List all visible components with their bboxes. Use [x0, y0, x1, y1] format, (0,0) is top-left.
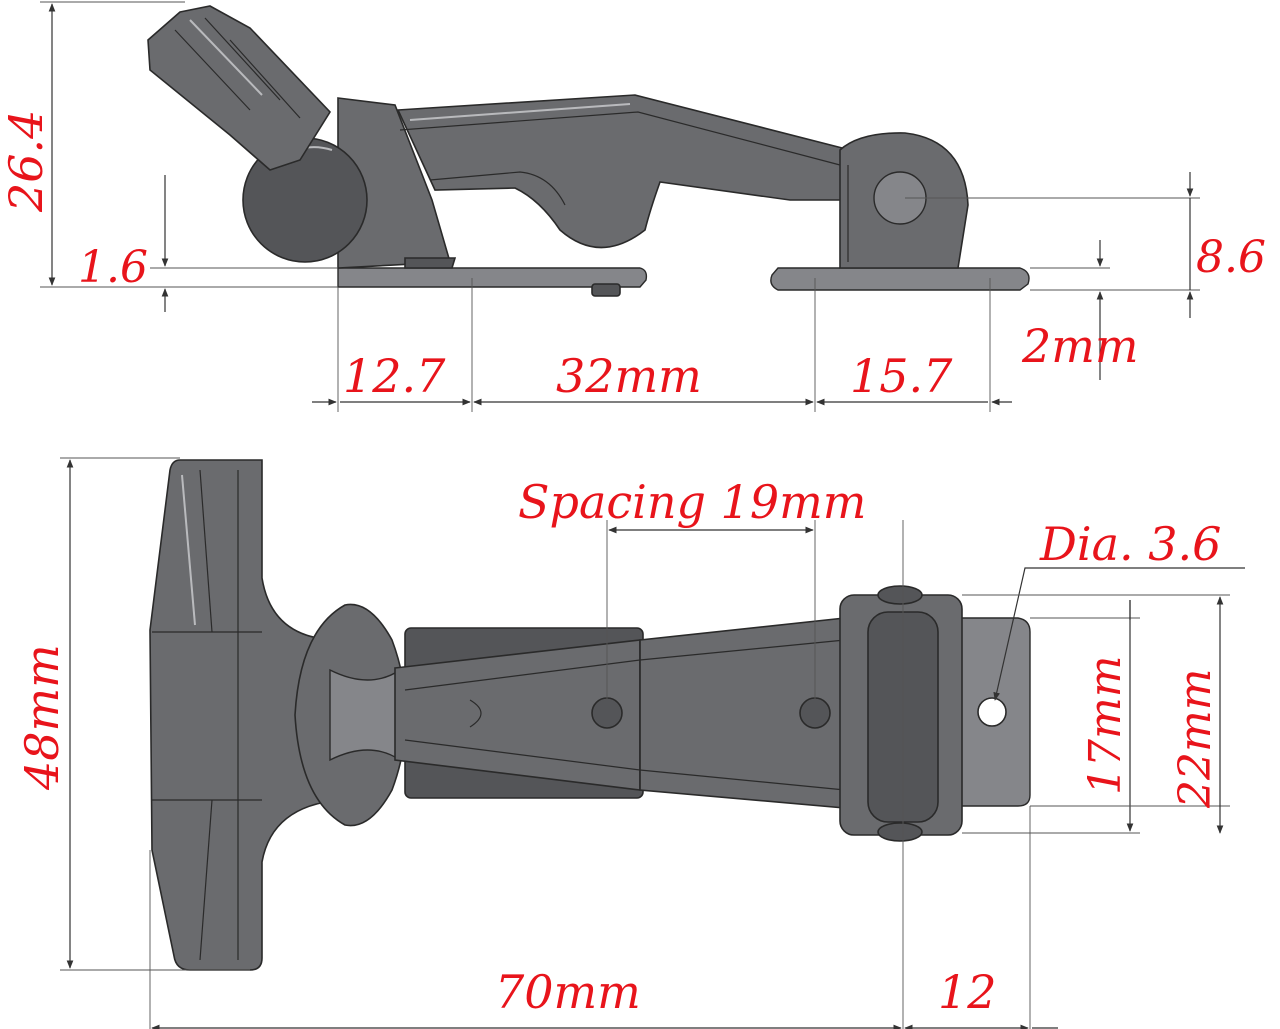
label-length: 70mm — [495, 965, 641, 1019]
label-hole-diameter: Dia. 3.6 — [1039, 517, 1221, 571]
top-view-dimensions — [60, 457, 1245, 1029]
label-plate-thickness: 2mm — [1021, 319, 1139, 373]
label-height-total: 26.4 — [0, 110, 53, 213]
label-mount-span: 32mm — [556, 349, 702, 403]
label-spacing: Spacing 19mm — [518, 475, 866, 529]
side-view-dimensions — [40, 1, 1200, 412]
label-base-thickness: 1.6 — [78, 242, 148, 293]
label-inner-width: 17mm — [1080, 656, 1131, 795]
label-hinge-height: 8.6 — [1196, 232, 1266, 283]
label-plate-offset: 12 — [938, 965, 997, 1019]
label-handle-width: 48mm — [15, 644, 69, 791]
label-offset-left: 12.7 — [343, 349, 446, 403]
side-view-latch — [147, 5, 1030, 297]
label-offset-right: 15.7 — [850, 349, 953, 403]
label-outer-width: 22mm — [1170, 669, 1221, 809]
top-view-latch — [149, 459, 1031, 971]
